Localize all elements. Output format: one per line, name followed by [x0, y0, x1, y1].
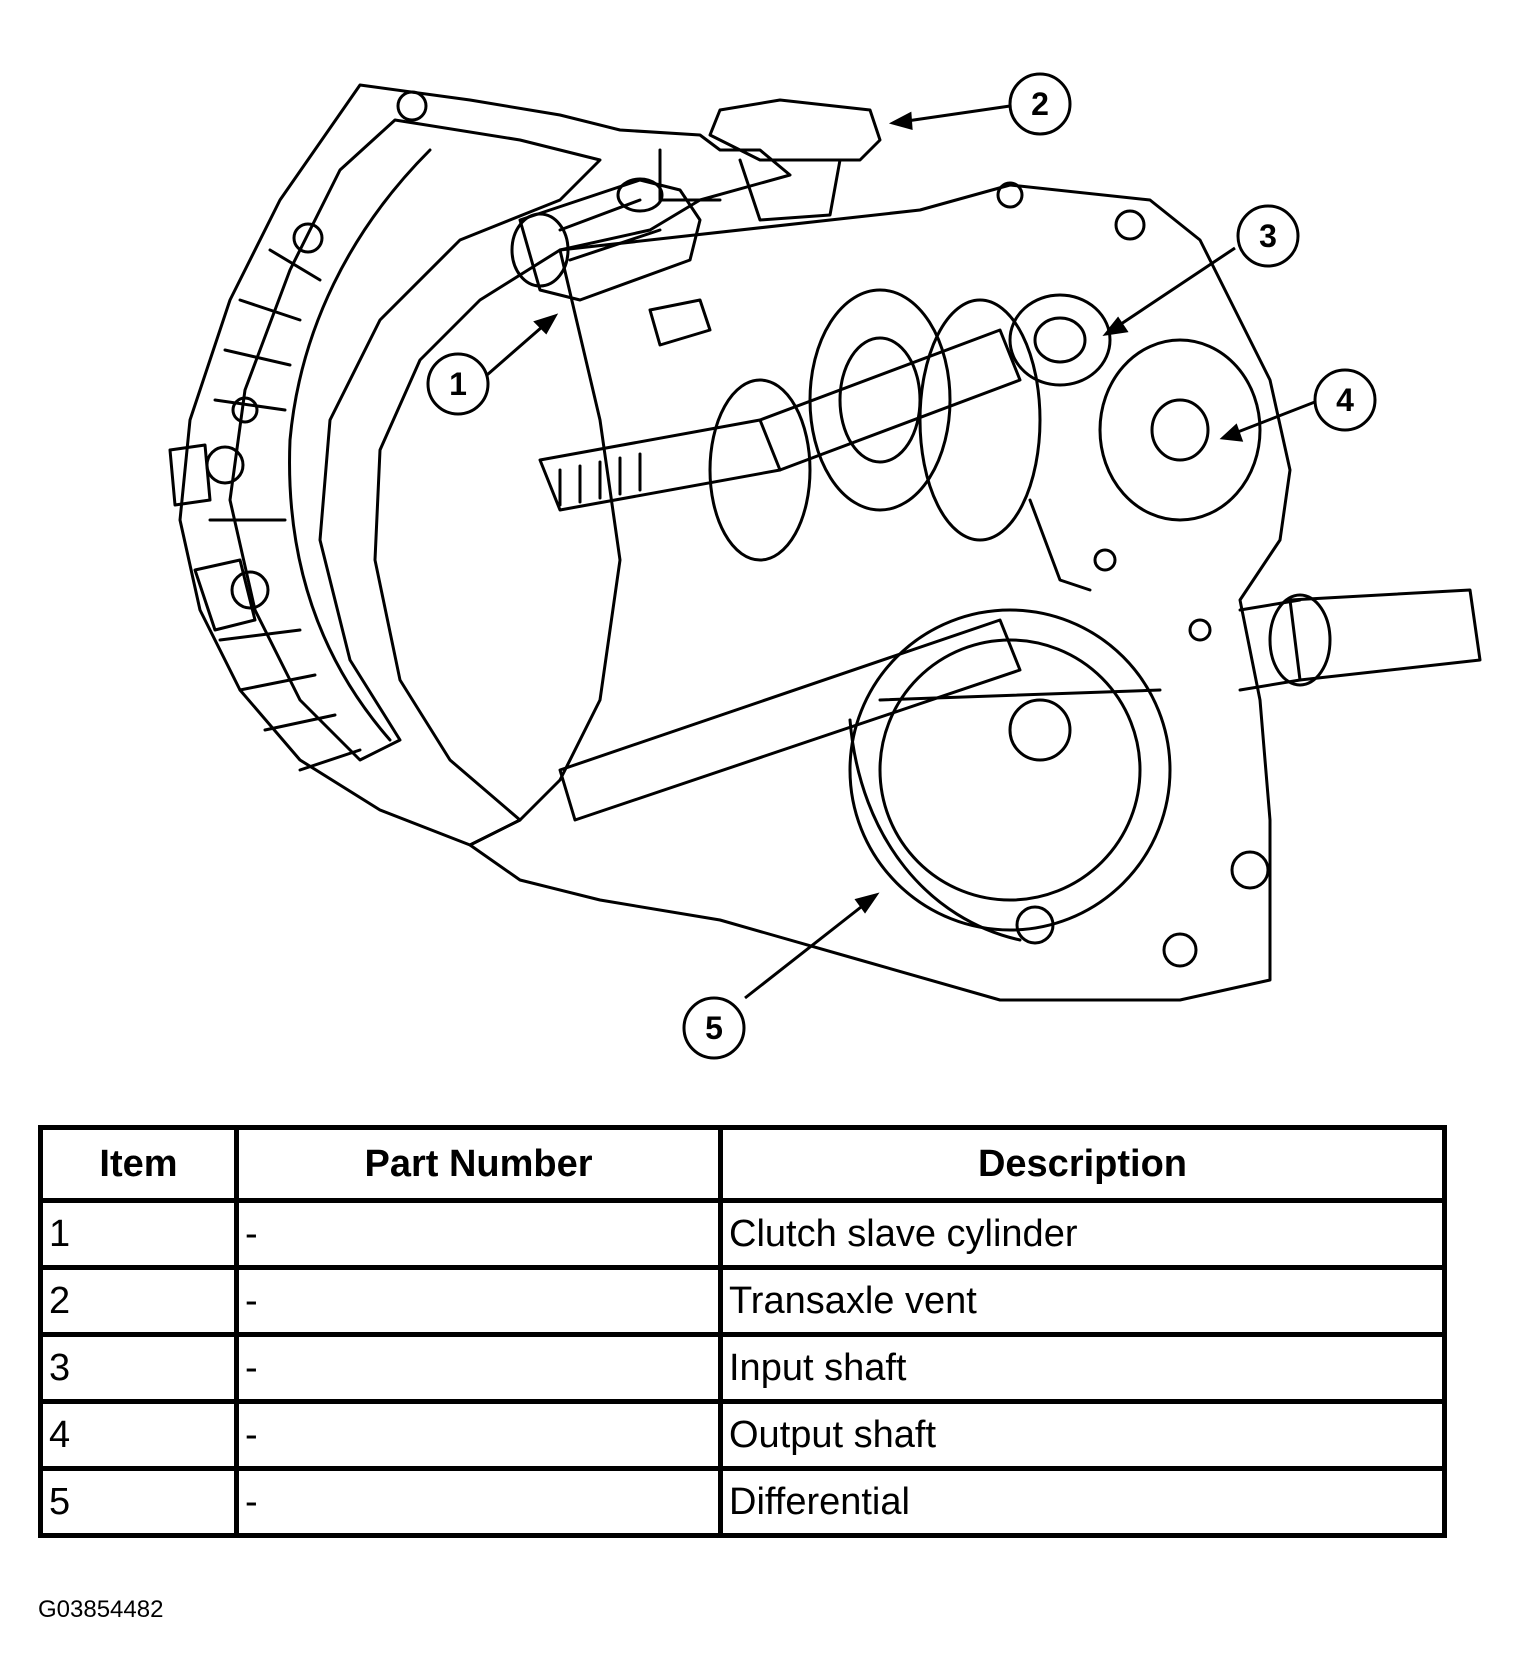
callout-4-label: 4	[1336, 382, 1354, 418]
cell-item: 3	[38, 1332, 239, 1404]
cell-description: Clutch slave cylinder	[718, 1198, 1447, 1270]
cell-item: 4	[38, 1399, 239, 1471]
figure-id: G03854482	[38, 1596, 164, 1623]
callout-4-leader	[1219, 398, 1321, 442]
cell-part-number: -	[234, 1332, 723, 1404]
output-shaft	[558, 588, 1482, 822]
parts-table: Item Part Number Description 1 - Clutch …	[38, 1125, 1447, 1538]
transaxle-illustration: 1 2 3 4 5	[168, 72, 1482, 1060]
header-part-number: Part Number	[234, 1125, 723, 1203]
callout-5-leader	[744, 892, 880, 1000]
callout-2: 2	[1008, 72, 1072, 136]
case-bolts	[996, 181, 1270, 968]
clutch-slave-cylinder	[510, 177, 712, 347]
cell-item: 1	[38, 1198, 239, 1270]
table-row: 3 - Input shaft	[38, 1332, 1447, 1404]
callout-4: 4	[1313, 368, 1377, 432]
input-shaft	[538, 328, 1022, 512]
callout-1-leader	[486, 313, 559, 377]
cell-description: Input shaft	[718, 1332, 1447, 1404]
header-description: Description	[718, 1125, 1447, 1203]
cell-part-number: -	[234, 1466, 723, 1538]
table-row: 2 - Transaxle vent	[38, 1265, 1447, 1337]
cell-item: 2	[38, 1265, 239, 1337]
header-item: Item	[38, 1125, 239, 1203]
cell-part-number: -	[234, 1265, 723, 1337]
callout-2-leader	[888, 104, 1011, 131]
differential	[848, 608, 1172, 942]
callout-5-label: 5	[705, 1010, 723, 1046]
callout-3-label: 3	[1259, 218, 1277, 254]
cell-item: 5	[38, 1466, 239, 1538]
transaxle-vent	[708, 98, 882, 162]
callout-1: 1	[426, 352, 490, 416]
callout-2-label: 2	[1031, 86, 1049, 122]
callout-3: 3	[1236, 204, 1300, 268]
gear-stack	[708, 288, 1262, 592]
table-header-row: Item Part Number Description	[38, 1125, 1447, 1203]
cell-part-number: -	[234, 1399, 723, 1471]
bell-housing	[168, 83, 792, 847]
table-row: 1 - Clutch slave cylinder	[38, 1198, 1447, 1270]
cell-description: Differential	[718, 1466, 1447, 1538]
cell-description: Transaxle vent	[718, 1265, 1447, 1337]
cell-part-number: -	[234, 1198, 723, 1270]
table-row: 4 - Output shaft	[38, 1399, 1447, 1471]
table-row: 5 - Differential	[38, 1466, 1447, 1538]
callout-5: 5	[682, 996, 746, 1060]
callout-3-leader	[1102, 246, 1236, 337]
cell-description: Output shaft	[718, 1399, 1447, 1471]
callout-1-label: 1	[449, 366, 467, 402]
